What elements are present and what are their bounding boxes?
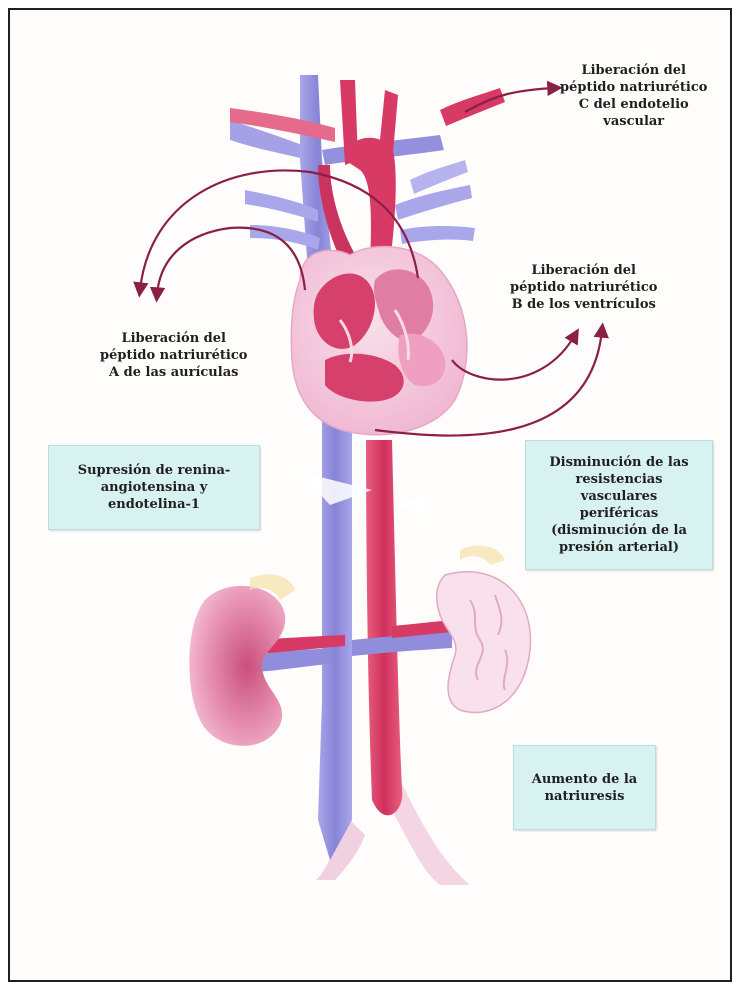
- renal-vessels: [255, 620, 452, 672]
- label-bnp: Liberación del péptido natriurético B de…: [510, 262, 657, 313]
- label-anp: Liberación del péptido natriurético A de…: [100, 330, 247, 381]
- box-natriuresis: Aumento de la natriuresis: [513, 745, 656, 830]
- right-kidney: [437, 545, 531, 712]
- arrow-bnp-inner: [452, 335, 575, 380]
- heart: [291, 247, 467, 435]
- pointer-triangles: [300, 472, 425, 515]
- box-vascular-resistance: Disminución de las resistencias vascular…: [525, 440, 713, 570]
- pulmonary-vessels: [245, 160, 475, 250]
- label-cnp: Liberación del péptido natriurético C de…: [560, 62, 707, 130]
- box-renin-suppression: Supresión de renina- angiotensina y endo…: [48, 445, 260, 530]
